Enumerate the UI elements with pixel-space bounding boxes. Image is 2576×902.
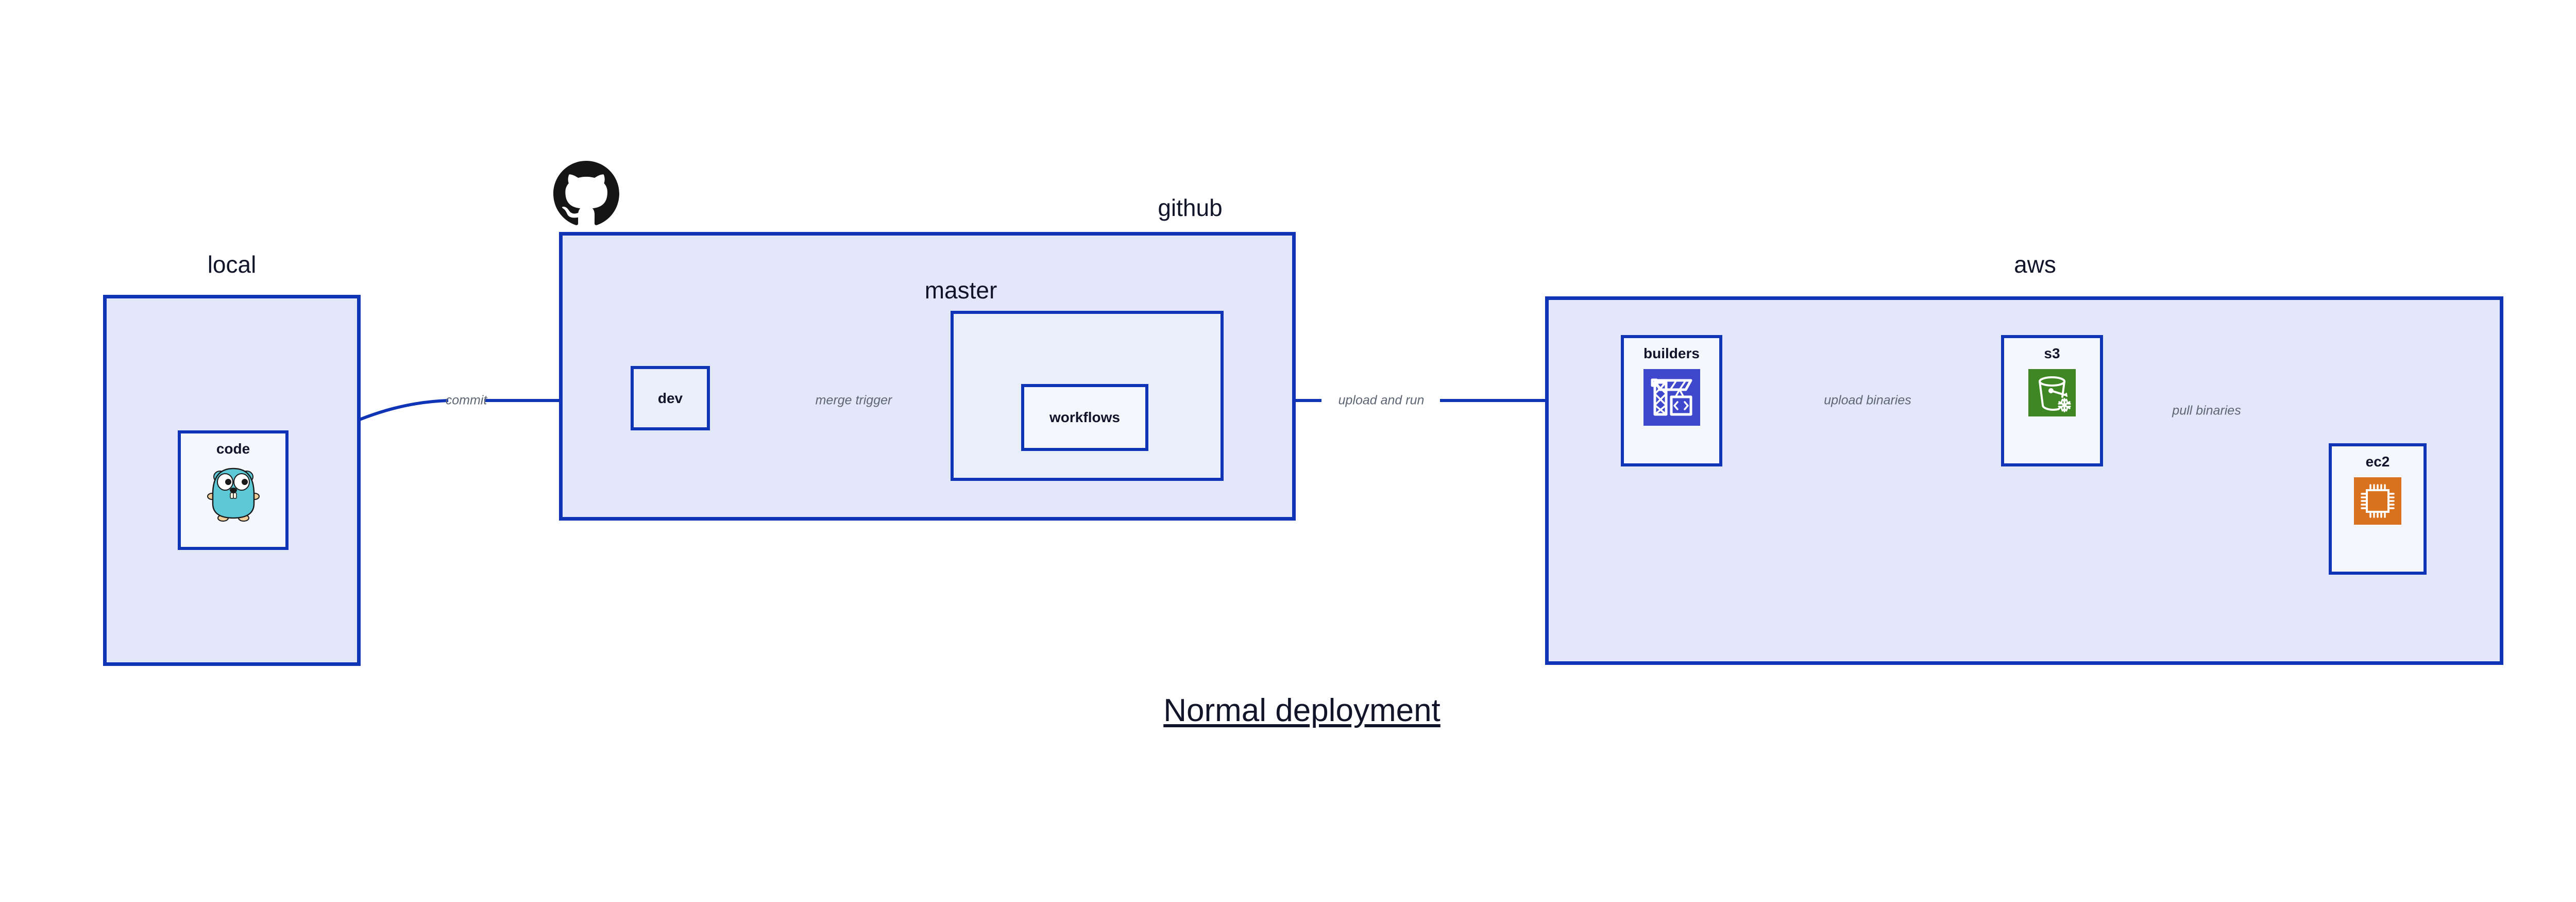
aws-s3-bucket-icon xyxy=(2028,369,2076,416)
node-dev-label: dev xyxy=(657,390,683,406)
node-s3-label: s3 xyxy=(2044,345,2060,361)
node-s3[interactable]: s3 xyxy=(2001,335,2103,466)
node-ec2[interactable]: ec2 xyxy=(2329,443,2427,575)
node-dev[interactable]: dev xyxy=(631,366,710,430)
edge-label-merge-trigger: merge trigger xyxy=(815,393,892,408)
node-builders[interactable]: builders xyxy=(1621,335,1722,466)
group-master xyxy=(951,311,1224,481)
github-octocat-icon xyxy=(553,161,620,227)
edge-label-upload-and-run: upload and run xyxy=(1338,393,1425,408)
node-code[interactable]: code xyxy=(178,430,289,550)
node-workflows-label: workflows xyxy=(1049,409,1120,425)
node-workflows[interactable]: workflows xyxy=(1021,384,1148,451)
group-label-aws: aws xyxy=(2014,251,2056,278)
node-ec2-label: ec2 xyxy=(2365,454,2390,470)
diagram-title: Normal deployment xyxy=(1163,693,1440,728)
node-builders-label: builders xyxy=(1643,345,1700,361)
aws-codebuild-icon xyxy=(1643,369,1700,426)
edge-label-upload-binaries: upload binaries xyxy=(1824,393,1911,408)
go-gopher-icon xyxy=(207,464,260,522)
group-label-local: local xyxy=(207,251,257,278)
edge-label-commit: commit xyxy=(445,393,487,408)
node-code-label: code xyxy=(216,441,250,457)
group-label-github: github xyxy=(1158,194,1223,221)
edge-label-pull-binaries: pull binaries xyxy=(2172,403,2241,418)
group-label-master: master xyxy=(924,277,997,304)
aws-ec2-chip-icon xyxy=(2354,477,2401,525)
